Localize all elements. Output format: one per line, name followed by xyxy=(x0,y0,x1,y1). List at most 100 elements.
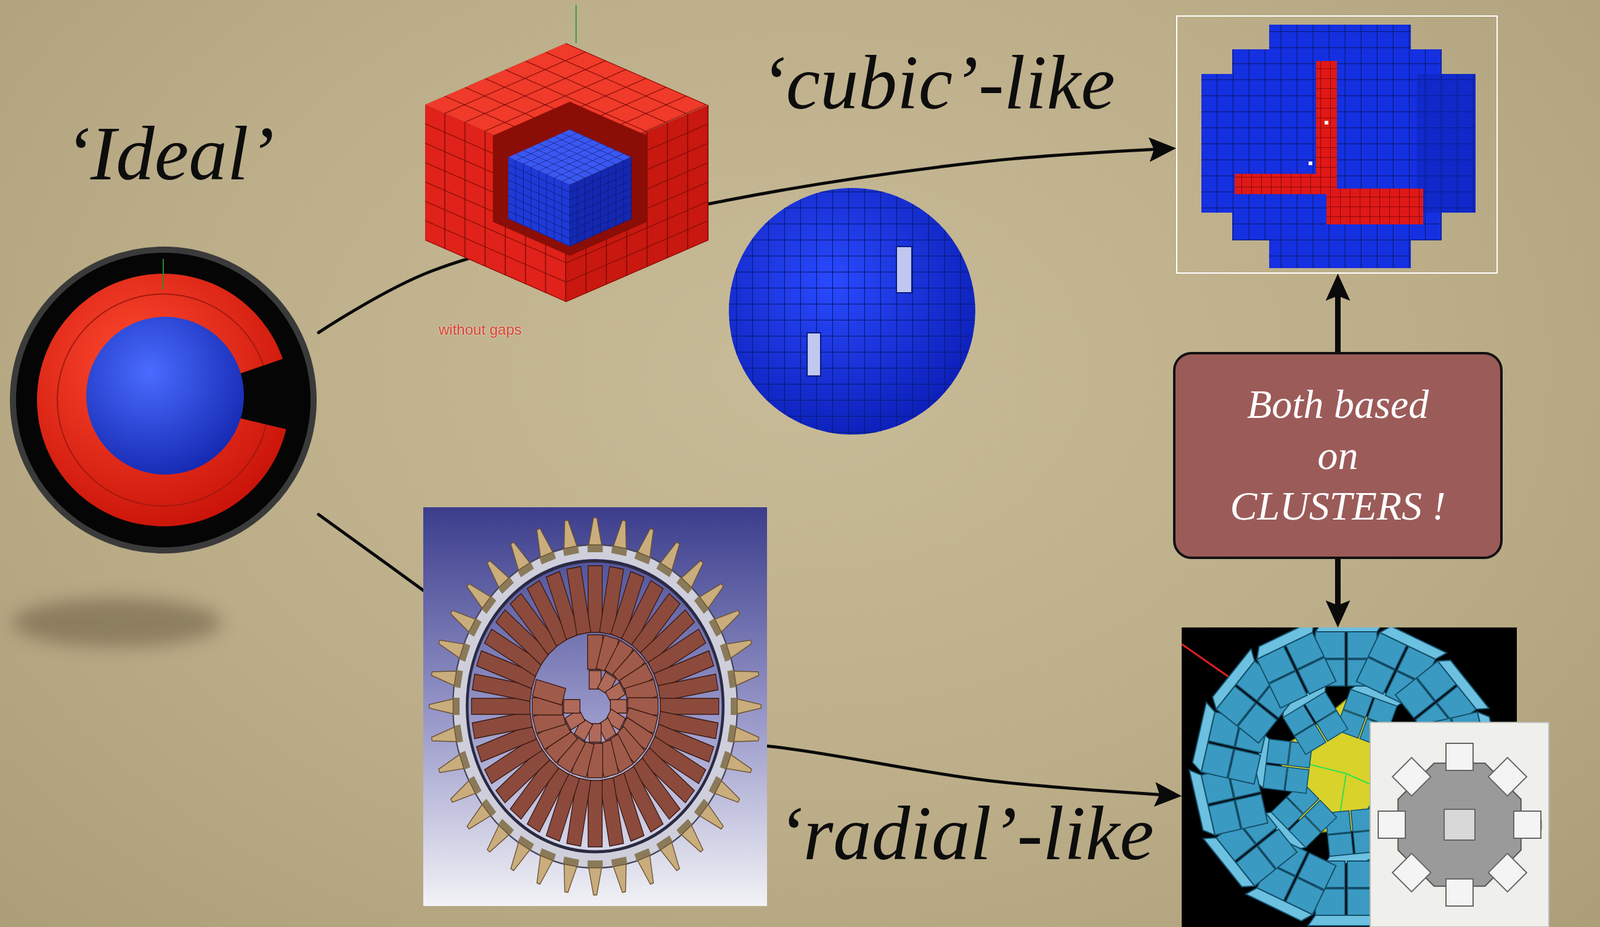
axis-line xyxy=(575,4,577,44)
crystal-top xyxy=(1307,914,1377,926)
cone xyxy=(613,863,631,893)
blue-voxel-sphere xyxy=(728,187,976,435)
art-part xyxy=(569,157,632,247)
art-part xyxy=(508,157,570,247)
cut-away xyxy=(492,101,647,256)
art-part xyxy=(452,544,737,868)
art-part xyxy=(1326,188,1424,225)
crystal xyxy=(1327,832,1354,856)
crystal xyxy=(563,699,580,713)
cone xyxy=(463,579,491,609)
art-part xyxy=(1417,73,1476,213)
cone xyxy=(714,780,742,808)
crystal xyxy=(566,566,591,635)
pmt-cone xyxy=(587,517,604,633)
cone xyxy=(588,517,602,545)
cone xyxy=(483,556,509,588)
crystal-top xyxy=(1380,627,1447,663)
crystal-top xyxy=(1315,627,1385,632)
detector-face xyxy=(1378,810,1406,838)
cone xyxy=(660,842,684,874)
crystal xyxy=(657,674,719,702)
art-part xyxy=(1315,60,1337,195)
crystal-top xyxy=(1245,884,1313,924)
crystal-top xyxy=(1208,648,1260,710)
cone xyxy=(532,526,553,557)
art-part xyxy=(1234,173,1316,195)
cone xyxy=(681,824,707,856)
cone-base xyxy=(730,697,738,715)
art-part xyxy=(1324,120,1329,125)
detector-face xyxy=(1488,757,1527,796)
crystal xyxy=(1298,657,1337,695)
cone xyxy=(637,855,658,886)
cone xyxy=(436,754,464,778)
pmt-cone xyxy=(429,697,531,715)
cone xyxy=(699,804,727,833)
cone xyxy=(448,605,476,633)
radial-cad-drawing xyxy=(423,507,768,906)
art-part xyxy=(467,560,723,852)
cone xyxy=(681,556,707,588)
crystal xyxy=(660,698,719,715)
cone xyxy=(430,665,457,686)
edge-label: ‘radial’-like xyxy=(777,794,1154,872)
cone xyxy=(737,698,762,714)
art-part xyxy=(807,332,821,376)
cone xyxy=(448,780,476,808)
crystal xyxy=(471,710,533,739)
art-part xyxy=(1315,60,1337,195)
crystal xyxy=(1262,763,1288,790)
cubic-cluster-image xyxy=(1176,15,1498,274)
art-part xyxy=(1378,743,1542,906)
art-part xyxy=(423,507,768,906)
crystal-top xyxy=(1190,702,1217,772)
cone xyxy=(699,579,727,609)
crystal xyxy=(588,779,603,847)
cone xyxy=(463,804,491,833)
pmt-cone xyxy=(558,518,592,635)
pmt-cone xyxy=(660,697,762,715)
box-text: Both based on CLUSTERS ! xyxy=(1225,378,1451,532)
cone xyxy=(560,519,578,549)
art-part xyxy=(1201,24,1476,269)
crystal xyxy=(471,698,530,715)
art-part xyxy=(728,187,976,435)
arrow-connector xyxy=(1335,558,1341,609)
pmt-cone xyxy=(598,777,632,894)
art-part xyxy=(1370,722,1549,927)
detector-face xyxy=(1445,743,1474,771)
crystal xyxy=(1285,767,1310,793)
cone xyxy=(429,698,454,714)
crystal xyxy=(588,565,603,633)
crystal xyxy=(1316,710,1349,741)
crystal-top xyxy=(1252,627,1320,659)
figure-caption: without gaps xyxy=(438,321,522,338)
detector-face xyxy=(1392,853,1431,892)
cone xyxy=(560,863,578,893)
arrow-connector xyxy=(1335,292,1341,352)
cone-base xyxy=(587,544,604,553)
cone xyxy=(733,726,760,747)
crystal xyxy=(599,777,624,846)
detector-face xyxy=(1444,808,1475,840)
cubic-cluster xyxy=(1201,24,1476,269)
crystal-top xyxy=(1189,767,1215,838)
cone xyxy=(726,634,754,658)
clusters-box: Both based on CLUSTERS ! xyxy=(1173,351,1503,559)
art-part xyxy=(459,552,731,861)
blue-core xyxy=(86,316,244,475)
detector-face xyxy=(1445,878,1474,906)
ideal-sphere xyxy=(12,249,314,647)
cone xyxy=(483,824,509,856)
art-part xyxy=(1326,188,1424,225)
cone-base xyxy=(587,860,604,868)
crystal xyxy=(532,678,566,705)
crystal xyxy=(1235,794,1268,829)
sphere-disk xyxy=(12,249,314,551)
detector-face xyxy=(1513,810,1541,838)
red-cube xyxy=(425,4,709,302)
crystal-top xyxy=(1203,831,1255,893)
crystal xyxy=(1228,749,1262,784)
